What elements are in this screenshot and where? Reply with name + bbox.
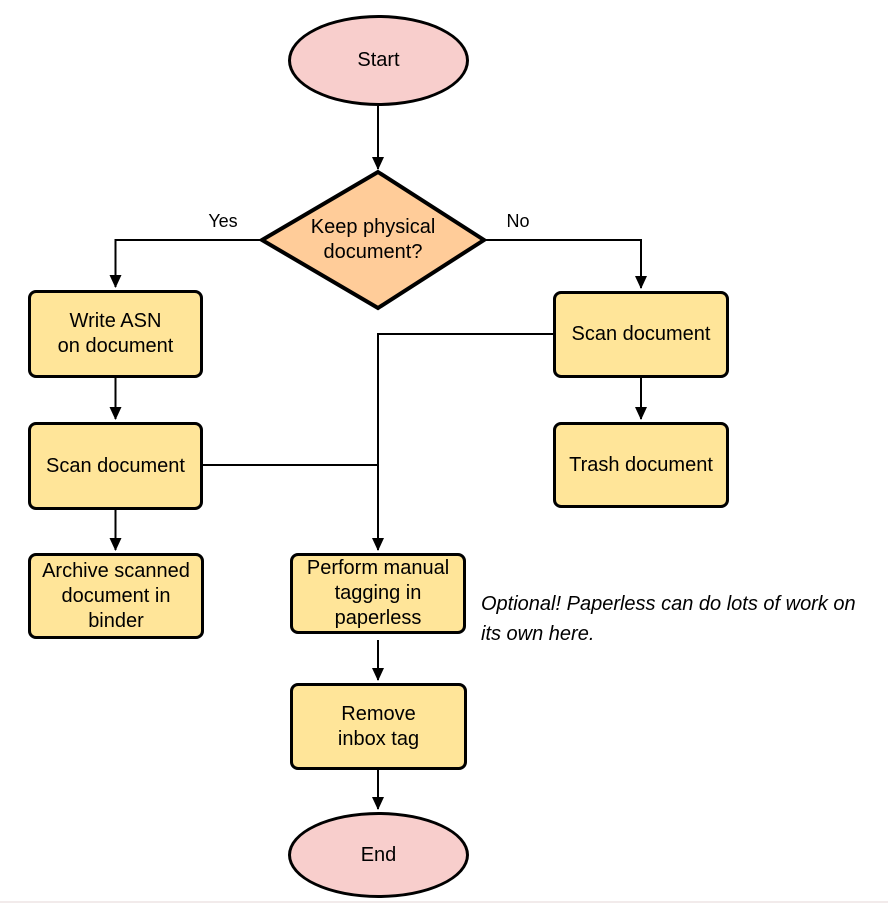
edge-decision-yes-to-write-asn	[109, 239, 264, 288]
node-scan-document-left-label: Scan document	[46, 454, 185, 477]
optional-note: Optional! Paperless can do lots of work …	[481, 593, 856, 645]
edge-label-yes: Yes	[208, 211, 238, 231]
node-write-asn: Write ASN on document	[28, 290, 203, 378]
node-manual-tagging: Perform manual tagging in paperless	[290, 553, 466, 634]
decision-diamond	[258, 169, 488, 311]
node-trash-document-label: Trash document	[569, 453, 713, 476]
node-write-asn-label: Write ASN on document	[57, 310, 174, 357]
node-decision-label: Keep physical document?	[310, 216, 436, 263]
node-start: Start	[288, 15, 469, 106]
node-archive-binder: Archive scanned document in binder	[28, 553, 204, 639]
node-scan-document-right-label: Scan document	[571, 323, 711, 345]
edge-scan-right-to-tagging	[372, 333, 553, 551]
node-trash-document: Trash document	[553, 422, 729, 508]
node-scan-document-right: Scan document	[553, 291, 729, 378]
node-end-label: End	[360, 843, 397, 866]
node-start-label: Start	[357, 49, 400, 71]
node-archive-binder-label: Archive scanned document in binder	[42, 559, 190, 632]
edge-label-no: No	[506, 211, 530, 231]
node-manual-tagging-label: Perform manual tagging in paperless	[306, 557, 450, 629]
node-remove-inbox-tag: Remove inbox tag	[290, 683, 467, 770]
bottom-rule	[0, 901, 888, 903]
node-end: End	[288, 812, 469, 898]
node-remove-inbox-tag-label: Remove inbox tag	[337, 702, 420, 750]
edge-decision-no-to-scan-right	[482, 239, 647, 289]
node-scan-document-left: Scan document	[28, 422, 203, 510]
